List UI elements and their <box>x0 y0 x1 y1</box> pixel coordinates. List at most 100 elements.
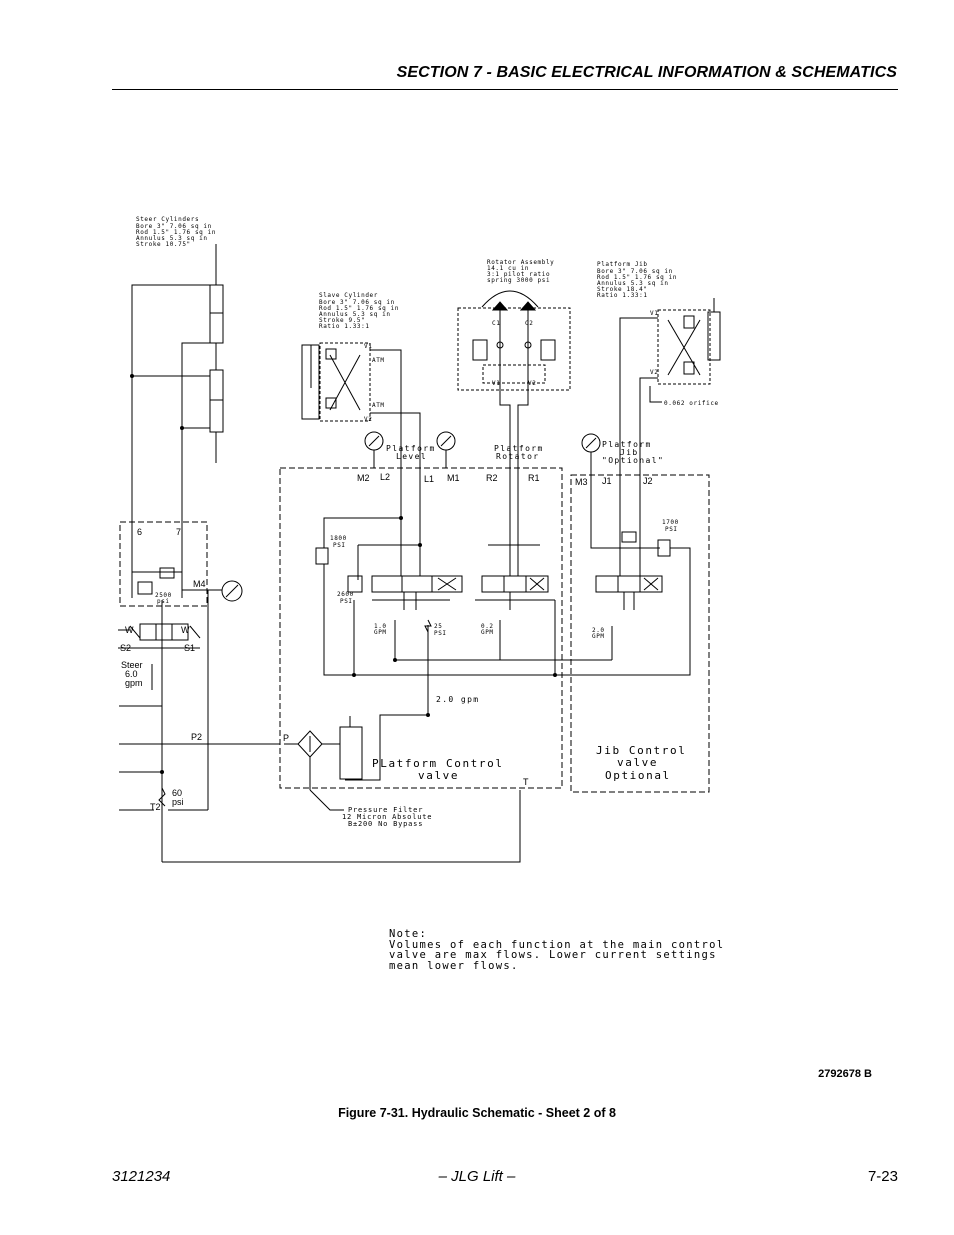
label-platform-rotator-2: Rotator <box>496 452 540 461</box>
steer-valve <box>118 567 222 690</box>
port-w-right: W <box>181 625 190 635</box>
slave-cylinder-row: Rod 1.5" 1.76 sq in <box>319 305 399 312</box>
slave-cylinder-row: Stroke 9.5" <box>319 317 365 324</box>
label-platform-jib-3: "Optional" <box>602 456 664 465</box>
steer-cylinders <box>131 244 224 598</box>
port-w-left: W <box>125 625 134 635</box>
steer-valve-box <box>119 521 208 607</box>
slave-cylinder-title: Slave Cylinder <box>319 292 378 299</box>
footer-publisher: – JLG Lift – <box>438 1168 516 1185</box>
pressure-filter-label-1: Pressure Filter <box>348 806 423 814</box>
label-psi-2600-a: 2600 <box>337 591 354 598</box>
port-m2: M2 <box>357 473 370 483</box>
label-platform-level-1: Platform <box>386 444 436 453</box>
port-t: T <box>523 777 529 787</box>
label-orifice: 0.062 orifice <box>664 400 719 407</box>
gauge-platform-jib <box>581 433 601 475</box>
gauge-platform-level-left <box>364 431 384 468</box>
platform-jib-row: Annulus 5.3 sq in <box>597 280 669 287</box>
port-l2: L2 <box>380 472 390 482</box>
port-7: 7 <box>176 527 181 537</box>
port-m4: M4 <box>193 579 206 589</box>
figure-caption: Figure 7-31. Hydraulic Schematic - Sheet… <box>338 1106 616 1120</box>
label-platform-jib-2: Jib <box>620 448 639 457</box>
platform-jib <box>619 298 721 440</box>
label-v2-rot: V2 <box>528 380 536 387</box>
jib-valve <box>590 475 671 610</box>
label-atm-top: ATM <box>372 357 385 364</box>
label-psi-2600-b: PSI <box>340 598 353 605</box>
steer-cylinders-row: Stroke 10.75" <box>136 241 191 248</box>
label-psi-2500-a: 2500 <box>155 592 172 599</box>
slave-cylinder-row: Bore 3" 7.06 sq in <box>319 299 395 306</box>
label-platform-jib-1: Platform <box>602 440 652 449</box>
rotator-assembly-row: 14.1 cu in <box>487 265 529 272</box>
label-v1-slave: V1 <box>364 343 372 350</box>
platform-control-valve-label-2: valve <box>418 769 459 782</box>
rotator-assembly <box>457 290 571 440</box>
label-gpm-20-b: GPM <box>592 633 605 640</box>
label-psi-25-a: 25 <box>434 623 442 630</box>
label-v1-jib: V1 <box>650 310 658 317</box>
gauge-m4 <box>221 580 243 602</box>
label-gpm-02-b: GPM <box>481 629 494 636</box>
port-m3: M3 <box>575 477 588 487</box>
label-steer-3: gpm <box>125 678 143 688</box>
platform-jib-title: Platform Jib <box>597 261 648 268</box>
label-psi-1800-a: 1800 <box>330 535 347 542</box>
jib-control-valve-label-3: Optional <box>605 769 671 782</box>
rotator-assembly-row: spring 3000 psi <box>487 277 550 284</box>
label-v2-slave: V2 <box>364 416 372 423</box>
label-steer-2: 6.0 <box>125 669 138 679</box>
port-r1: R1 <box>528 473 540 483</box>
port-m1: M1 <box>447 473 460 483</box>
platform-jib-row: Rod 1.5" 1.76 sq in <box>597 274 677 281</box>
port-j1: J1 <box>602 476 612 486</box>
port-s2: S2 <box>120 643 131 653</box>
label-gpm-2-0-main: 2.0 gpm <box>436 695 480 704</box>
footer-doc-number: 3121234 <box>112 1168 171 1185</box>
port-l1: L1 <box>424 474 434 484</box>
label-v2-jib: V2 <box>650 369 658 376</box>
port-r2: R2 <box>486 473 498 483</box>
label-psi-2500-b: psi <box>157 598 170 605</box>
platform-level-valve <box>315 517 463 610</box>
slave-cylinder <box>301 342 421 465</box>
label-v1-rot: V1 <box>492 380 500 387</box>
label-c1: C1 <box>492 320 500 327</box>
platform-jib-row: Stroke 18.4" <box>597 286 648 293</box>
port-p2: P2 <box>191 732 202 742</box>
label-psi-60-b: psi <box>172 797 184 807</box>
schematic-note: Note:Volumes of each function at the mai… <box>389 929 724 971</box>
label-atm-bottom: ATM <box>372 402 385 409</box>
port-6: 6 <box>137 527 142 537</box>
drawing-number: 2792678 B <box>818 1068 872 1080</box>
rotator-assembly-row: 3:1 pilot ratio <box>487 271 550 278</box>
pressure-filter-label-2: 12 Micron Absolute <box>342 813 432 821</box>
rotator-valve <box>475 544 555 610</box>
label-psi-25-b: PSI <box>434 630 447 637</box>
label-psi-1800-b: PSI <box>333 542 346 549</box>
port-t2: T2 <box>150 802 161 812</box>
port-s1: S1 <box>184 643 195 653</box>
footer-page-number: 7-23 <box>867 1168 898 1185</box>
note-line: Note: <box>389 928 428 940</box>
steer-cylinders-row: Rod 1.5" 1.76 sq in <box>136 229 216 236</box>
label-platform-rotator-1: Platform <box>494 444 544 453</box>
pressure-filter-label-3: B±200 No Bypass <box>348 820 423 828</box>
section-title: SECTION 7 - BASIC ELECTRICAL INFORMATION… <box>396 64 897 81</box>
note-line: valve are max flows. Lower current setti… <box>389 949 717 961</box>
label-steer-1: Steer <box>121 660 143 670</box>
slave-cylinder-row: Annulus 5.3 sq in <box>319 311 391 318</box>
header-rule <box>112 89 898 90</box>
label-gpm-10-a: 1.0 <box>374 623 387 630</box>
platform-jib-row: Bore 3" 7.06 sq in <box>597 268 673 275</box>
steer-cylinders-title: Steer Cylinders <box>136 216 199 223</box>
label-platform-level-2: Level <box>396 452 427 461</box>
note-line: Volumes of each function at the main con… <box>389 938 725 951</box>
label-psi-1700-b: PSI <box>665 526 678 533</box>
label-gpm-20-a: 2.0 <box>592 627 605 634</box>
label-psi-1700-a: 1700 <box>662 519 679 526</box>
gauge-platform-level-right <box>436 431 456 468</box>
